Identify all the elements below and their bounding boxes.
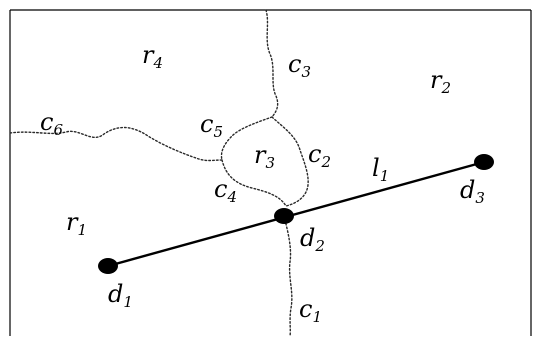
point-d1: [98, 258, 118, 274]
label-c1: c1: [299, 295, 322, 326]
label-l1: l1: [372, 154, 389, 185]
curve-c4: [221, 159, 287, 207]
point-d3: [474, 154, 494, 170]
label-c5: c5: [200, 110, 223, 141]
curve-c5: [220, 116, 273, 161]
label-d2: d2: [300, 224, 325, 255]
label-c3: c3: [288, 50, 311, 81]
label-c6: c6: [40, 108, 63, 139]
curve-c3: [265, 9, 279, 118]
curve-c2: [271, 116, 309, 207]
label-r2: r2: [430, 66, 451, 97]
label-d3: d3: [460, 176, 485, 207]
line-l1: [107, 160, 485, 268]
label-d1: d1: [108, 280, 133, 311]
label-r3: r3: [254, 141, 275, 172]
curve-c6: [9, 126, 223, 162]
curve-c1: [283, 215, 293, 337]
label-r1: r1: [66, 208, 87, 239]
label-c2: c2: [308, 140, 331, 171]
point-d2: [274, 208, 294, 224]
label-r4: r4: [142, 41, 163, 72]
label-c4: c4: [214, 175, 237, 206]
